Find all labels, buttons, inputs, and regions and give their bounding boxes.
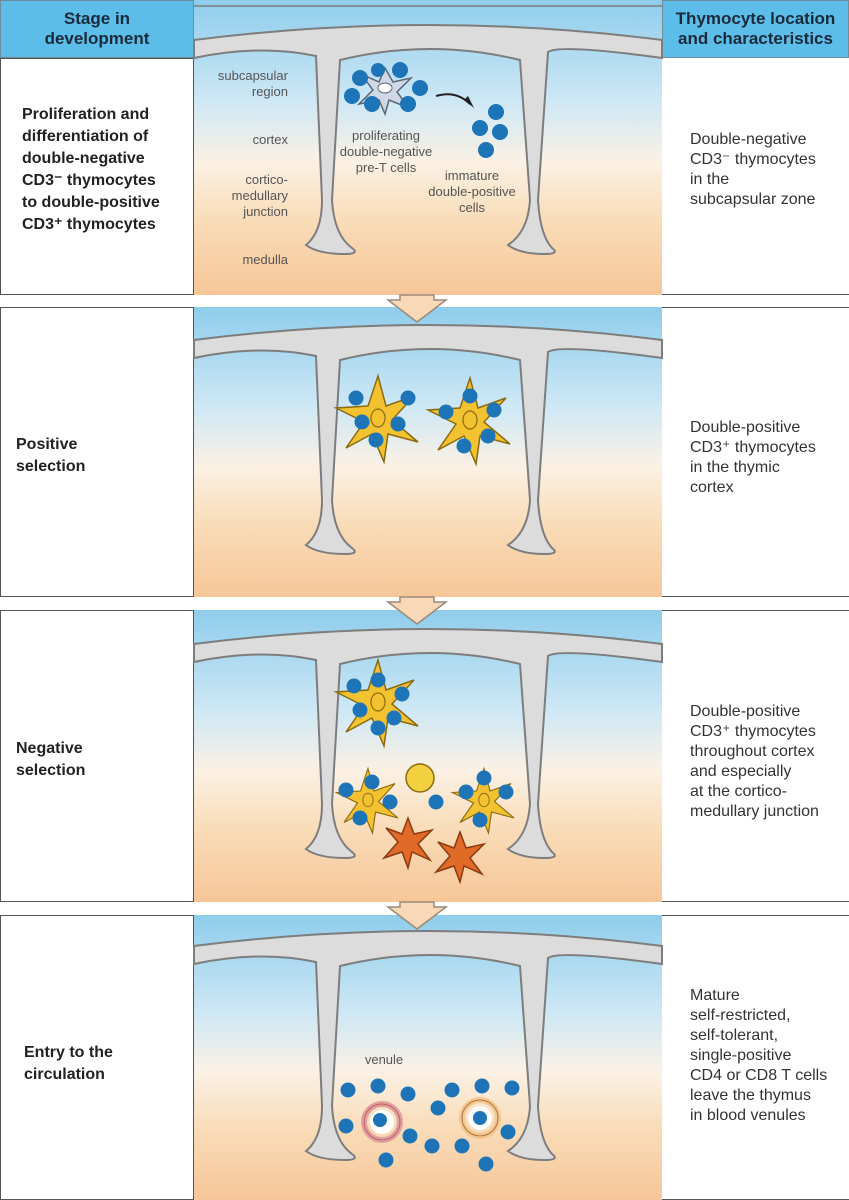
stage-text-1: Proliferation and differentiation of dou… [22, 106, 160, 233]
proliferating-cells [344, 62, 428, 115]
circulating-cells [338, 1078, 520, 1172]
char-cell-3 [662, 610, 849, 902]
char-text-2: Double-positive CD3⁺ thymocytes in the t… [690, 419, 816, 496]
label-junction: cortico- medullary junction [231, 172, 288, 219]
char-cell-4 [662, 915, 849, 1200]
panel-proliferation [193, 0, 663, 295]
stage-text-2: Positive selection [16, 436, 86, 475]
label-subcapsular: subcapsular region [217, 68, 288, 99]
stage-cell-1 [0, 58, 194, 295]
stage-cell-3 [0, 610, 194, 902]
panel-positive-selection [193, 307, 663, 597]
panel-entry-circulation [193, 915, 663, 1200]
stage-text-3: Negative selection [16, 740, 86, 779]
header-stage-label: Stage in development [44, 9, 150, 48]
char-text-3: Double-positive CD3⁺ thymocytes througho… [690, 703, 819, 820]
label-proliferating: proliferating double-negative pre-T cell… [339, 128, 433, 175]
stage-cell-2 [0, 307, 194, 597]
arrow-down-icon [385, 901, 449, 930]
char-text-1: Double-negative CD3⁻ thymocytes in the s… [690, 131, 816, 208]
stage-text-4: Entry to the circulation [24, 1044, 113, 1083]
label-venule: venule [364, 1052, 404, 1067]
arrow-down-icon [385, 596, 449, 625]
header-location: Thymocyte location and characteristics [662, 0, 849, 58]
immature-cells [472, 104, 508, 158]
char-cell-2 [662, 307, 849, 597]
negative-selection-cells [335, 659, 515, 883]
arrow-head-icon [464, 96, 474, 108]
label-cortex: cortex [252, 132, 288, 147]
label-medulla: medulla [242, 252, 288, 267]
stage-cell-4 [0, 915, 194, 1200]
arrow-down-icon [385, 294, 449, 323]
header-stage: Stage in development [0, 0, 194, 58]
panel-negative-selection [193, 610, 663, 902]
header-location-label: Thymocyte location and characteristics [675, 9, 836, 48]
positive-selection-cells [335, 375, 511, 465]
char-cell-1 [662, 58, 849, 295]
char-text-4: Mature self-restricted, self-tolerant, s… [690, 987, 828, 1124]
apoptotic-cell [405, 763, 435, 793]
label-immature: immature double-positive cells [428, 168, 516, 215]
